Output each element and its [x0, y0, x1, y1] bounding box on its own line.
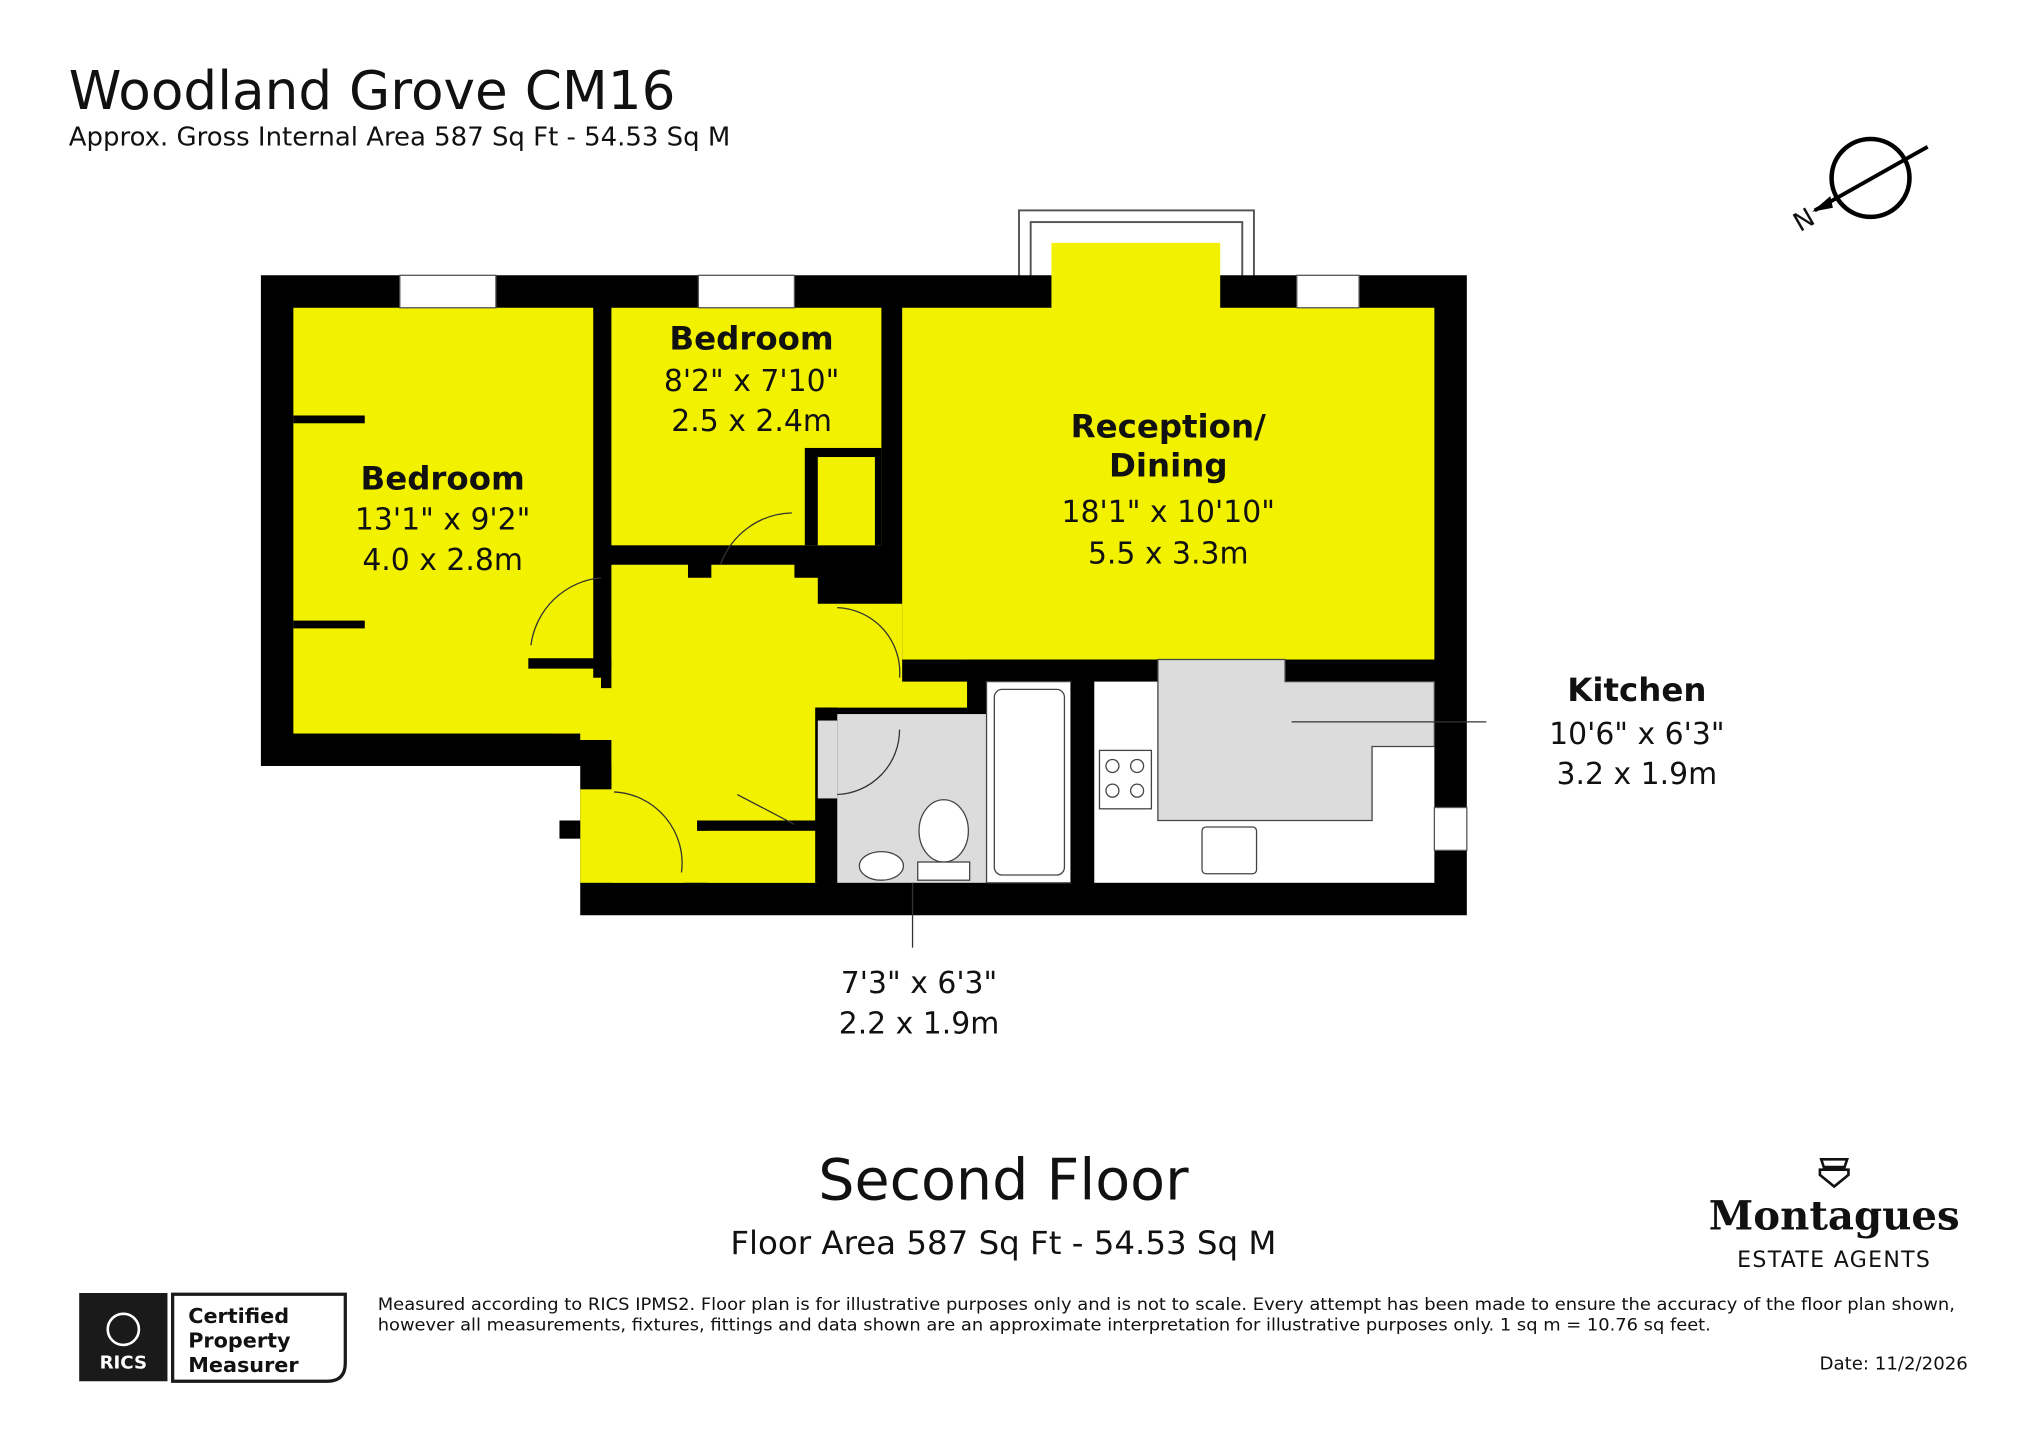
disclaimer-line-1: Measured according to RICS IPMS2. Floor … — [378, 1294, 1955, 1314]
montagues-logo: Montagues ESTATE AGENTS — [1709, 1157, 1960, 1273]
svg-text:5.5 x 3.3m: 5.5 x 3.3m — [1088, 536, 1249, 571]
svg-text:Measurer: Measurer — [188, 1353, 299, 1377]
svg-text:Property: Property — [188, 1329, 291, 1353]
page-subtitle: Approx. Gross Internal Area 587 Sq Ft - … — [69, 122, 730, 152]
cupboard-area — [549, 677, 602, 734]
svg-text:Bedroom: Bedroom — [360, 459, 524, 497]
svg-text:2.5 x 2.4m: 2.5 x 2.4m — [671, 404, 832, 439]
plan-date: Date: 11/2/2026 — [1819, 1354, 1967, 1375]
svg-text:Dining: Dining — [1109, 447, 1228, 485]
room-label-bathroom: 7'3" x 6'3" 2.2 x 1.9m — [839, 966, 1000, 1041]
svg-text:2.2 x 1.9m: 2.2 x 1.9m — [839, 1006, 1000, 1041]
rooms — [293, 242, 1487, 948]
rics-certified-badge: RICS Certified Property Measurer — [79, 1292, 347, 1383]
page-title: Woodland Grove CM16 — [69, 60, 676, 122]
svg-text:RICS: RICS — [100, 1352, 147, 1373]
svg-text:13'1" x 9'2": 13'1" x 9'2" — [355, 503, 530, 538]
svg-text:18'1" x 10'10": 18'1" x 10'10" — [1062, 495, 1275, 530]
room-label-bedroom-1: Bedroom 13'1" x 9'2" 4.0 x 2.8m — [355, 459, 530, 577]
floor-area: Floor Area 587 Sq Ft - 54.53 Sq M — [730, 1224, 1276, 1262]
room-label-bedroom-2: Bedroom 8'2" x 7'10" 2.5 x 2.4m — [664, 319, 839, 439]
svg-text:Bedroom: Bedroom — [669, 319, 833, 357]
svg-text:10'6" x 6'3": 10'6" x 6'3" — [1549, 717, 1724, 752]
disclaimer-line-2: however all measurements, fixtures, fitt… — [378, 1315, 1711, 1335]
room-label-kitchen: Kitchen 10'6" x 6'3" 3.2 x 1.9m — [1549, 671, 1724, 792]
svg-text:Reception/: Reception/ — [1071, 408, 1266, 446]
svg-text:ESTATE AGENTS: ESTATE AGENTS — [1737, 1248, 1931, 1273]
store-area — [707, 830, 816, 883]
floor-title: Second Floor — [818, 1148, 1189, 1214]
svg-text:Montagues: Montagues — [1709, 1192, 1960, 1239]
svg-text:7'3" x 6'3": 7'3" x 6'3" — [841, 966, 997, 1001]
svg-text:3.2 x 1.9m: 3.2 x 1.9m — [1557, 757, 1718, 792]
svg-text:8'2" x 7'10": 8'2" x 7'10" — [664, 364, 839, 399]
svg-text:Kitchen: Kitchen — [1567, 671, 1706, 709]
svg-text:4.0 x 2.8m: 4.0 x 2.8m — [362, 543, 523, 578]
room-label-reception: Reception/ Dining 18'1" x 10'10" 5.5 x 3… — [1062, 408, 1275, 572]
compass-north-icon: N — [1788, 136, 1929, 238]
svg-text:Certified: Certified — [188, 1304, 289, 1328]
reception-area — [902, 307, 1435, 660]
